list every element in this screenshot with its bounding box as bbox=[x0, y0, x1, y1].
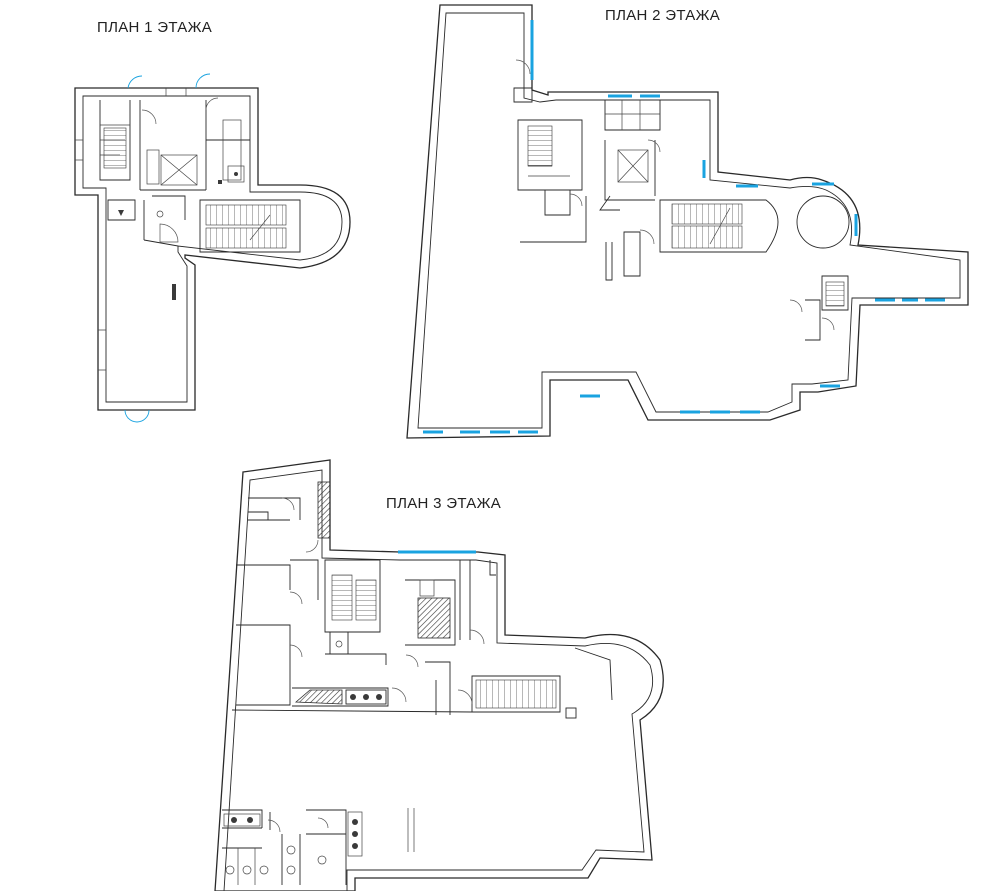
floor-plan-2 bbox=[406, 4, 969, 439]
plan-title-floor-1: ПЛАН 1 ЭТАЖА bbox=[97, 19, 213, 36]
floor-plan-3 bbox=[214, 459, 664, 891]
plan-title-floor-2: ПЛАН 2 ЭТАЖА bbox=[605, 7, 721, 24]
plan-title-floor-3: ПЛАН 3 ЭТАЖА bbox=[386, 495, 502, 512]
floor-plan-1 bbox=[74, 73, 351, 423]
